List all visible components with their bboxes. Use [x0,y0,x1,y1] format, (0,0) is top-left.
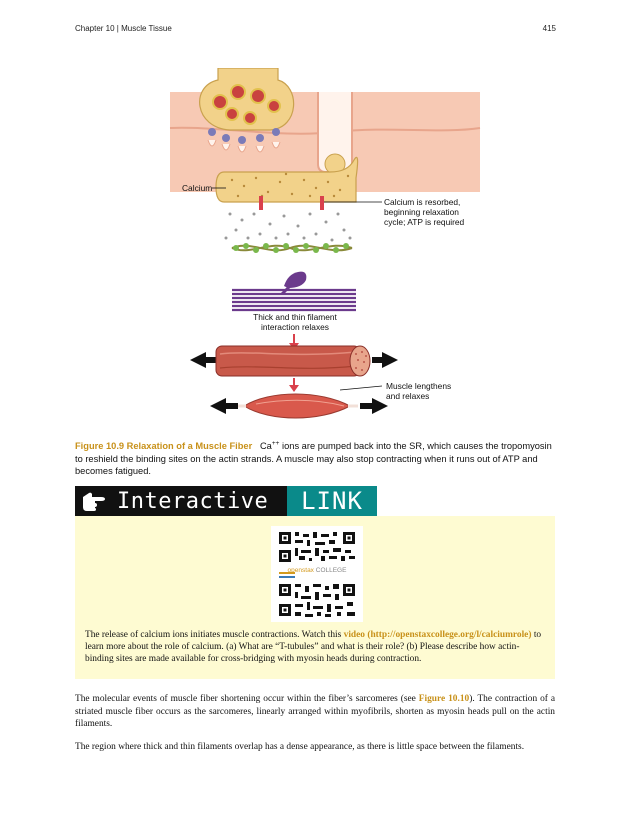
sarcoplasmic-reticulum [215,156,359,203]
label-filament-interaction: Thick and thin filament interaction rela… [253,312,337,332]
figure-10-10-link[interactable]: Figure 10.10 [418,694,470,704]
interactive-label: Interactive [117,488,269,514]
myosin-head [284,271,307,288]
label-muscle-lengthens: Muscle lengthens and relaxes [386,381,452,401]
arrow-right-2 [372,398,388,414]
pointing-hand-icon [83,492,105,511]
running-header-chapter: Chapter 10 | Muscle Tissue [75,24,172,33]
figure-caption-title: Figure 10.9 Relaxation of a Muscle Fiber [75,441,253,452]
caption-text: ions are pumped back into the SR, which … [75,441,552,476]
link-label: LINK [287,486,377,516]
membrane-folds [207,139,281,153]
figure-caption: Figure 10.9 Relaxation of a Muscle Fiber… [75,438,555,477]
muscle-fiber [215,345,361,377]
label-calcium-resorbed: Calcium is resorbed, beginning relaxatio… [384,197,465,227]
qr-code-card[interactable]: openstax COLLEGE [271,526,363,622]
qr-code-icon [279,532,355,617]
arrow-right-1 [382,352,398,368]
leader-lengthens [339,385,383,391]
synaptic-vesicles [212,84,281,125]
caption-ion-charge: ++ [271,440,280,447]
fiber-cross-section [349,345,371,377]
relaxed-muscle [243,393,352,419]
qr-brand-label: openstax COLLEGE [287,567,347,574]
figure-muscle-relaxation: Calcium Calcium is resorbed, beginning r… [160,67,490,428]
caption-ion: Ca [259,441,272,452]
label-calcium: Calcium [182,183,213,193]
video-link[interactable]: video (http://openstaxcollege.org/l/calc… [343,630,532,640]
interactive-link-banner: Interactive LINK [75,486,377,516]
page-number: 415 [542,24,556,33]
axon-terminal [199,67,295,131]
interactive-link-text: The release of calcium ions initiates mu… [85,630,542,665]
calcium-ions [224,212,352,242]
receptors [208,128,280,144]
interactive-link-box: openstax COLLEGE The release of calcium … [75,516,555,679]
body-paragraph-2: The region where thick and thin filament… [75,742,525,752]
actin-filament [231,243,353,253]
body-paragraph-1: The molecular events of muscle fiber sho… [75,694,556,730]
arrow-down-2 [289,385,299,392]
arrow-left-2 [210,398,226,414]
figure-illustration [169,67,481,419]
arrow-left-1 [190,352,206,368]
calcium-pump-2 [320,196,324,210]
thick-filament [232,288,356,312]
calcium-pump-1 [259,196,263,210]
